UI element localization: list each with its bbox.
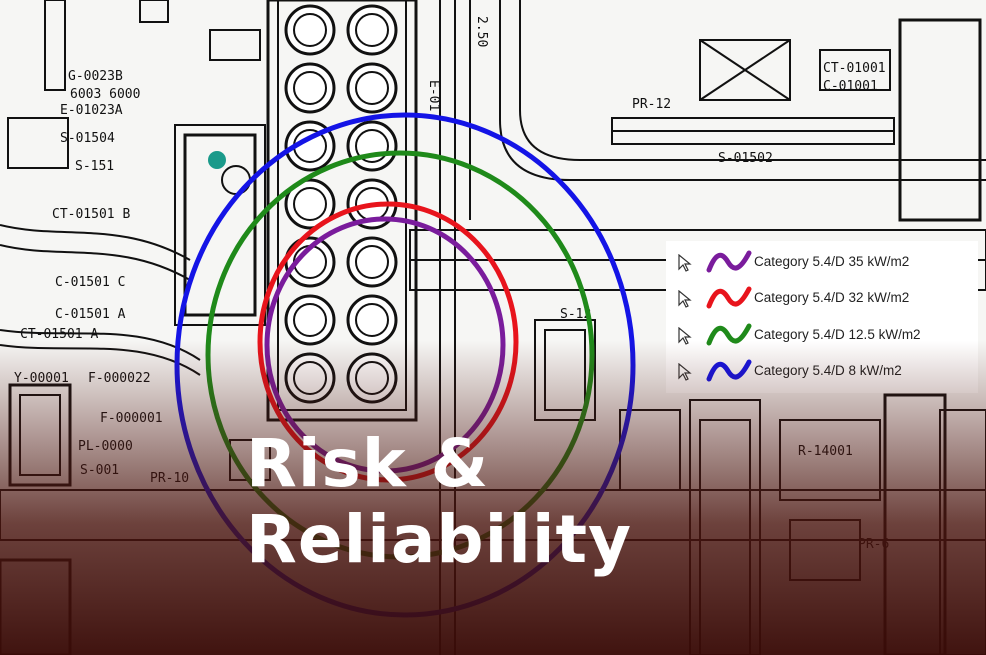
drawing-label: S-001 [80, 463, 119, 478]
drawing-label: R-14001 [798, 444, 853, 459]
tank-circle [355, 245, 389, 279]
legend-item: Category 5.4/D 35 kW/m2 [666, 245, 978, 279]
source-point-marker [208, 151, 226, 169]
tank-circle [293, 303, 327, 337]
drawing-label: C-01501 A [55, 307, 126, 322]
legend-label: Category 5.4/D 8 kW/m2 [754, 363, 902, 378]
drawing-label: CT-01501 B [52, 207, 130, 222]
drawing-label: PL-0000 [78, 439, 133, 454]
legend: Category 5.4/D 35 kW/m2 Category 5.4/D 3… [666, 241, 978, 393]
drawing-label: 6003 6000 [70, 87, 140, 102]
tank-circle [355, 13, 389, 47]
legend-label: Category 5.4/D 32 kW/m2 [754, 290, 910, 305]
drawing-label: S-01502 [718, 151, 773, 166]
banner-title: Risk & Reliability [246, 426, 632, 578]
title-line-1: Risk & [246, 425, 490, 502]
cursor-icon [678, 327, 692, 345]
legend-item: Category 5.4/D 32 kW/m2 [666, 281, 978, 315]
drawing-label: Y-00001 [14, 371, 69, 386]
legend-swatch-icon [706, 323, 752, 346]
drawing-label: PR-12 [632, 97, 671, 112]
drawing-label: S-01504 [60, 131, 115, 146]
drawing-label: E-01 [426, 80, 441, 111]
legend-label: Category 5.4/D 35 kW/m2 [754, 254, 910, 269]
legend-item: Category 5.4/D 8 kW/m2 [666, 354, 978, 388]
drawing-label: G-0023B [68, 69, 123, 84]
drawing-label: PR-6 [858, 537, 889, 552]
legend-swatch-icon [706, 250, 752, 273]
drawing-label: 2.50 [474, 16, 489, 47]
drawing-label: F-000001 [100, 411, 163, 426]
drawing-label: C-01501 C [55, 275, 125, 290]
legend-item: Category 5.4/D 12.5 kW/m2 [666, 318, 978, 352]
legend-swatch-icon [706, 286, 752, 309]
tank-circle [355, 361, 389, 395]
tank-circle [293, 187, 327, 221]
tank-circle [293, 13, 327, 47]
cursor-icon [678, 363, 692, 381]
drawing-label: CT-01001 [823, 61, 886, 76]
drawing-label: F-000022 [88, 371, 151, 386]
legend-swatch-icon [706, 359, 752, 382]
title-line-2: Reliability [246, 501, 633, 578]
tank-circle [293, 71, 327, 105]
tank-circle [355, 303, 389, 337]
drawing-label: CT-01501 A [20, 327, 98, 342]
legend-label: Category 5.4/D 12.5 kW/m2 [754, 327, 921, 342]
drawing-label: E-01023A [60, 103, 123, 118]
tank-circle [293, 361, 327, 395]
drawing-label: C-01001 [823, 79, 878, 94]
cursor-icon [678, 254, 692, 272]
drawing-label: PR-10 [150, 471, 189, 486]
drawing-label: S-151 [75, 159, 114, 174]
tank-circle [355, 71, 389, 105]
cursor-icon [678, 290, 692, 308]
